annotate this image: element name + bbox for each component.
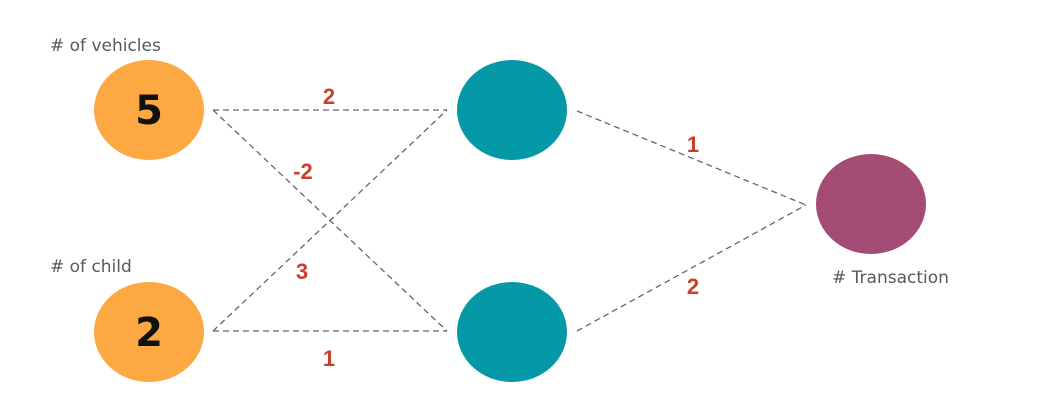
hidden-node-2 bbox=[457, 282, 567, 382]
output-node-transaction bbox=[816, 154, 926, 254]
input-label-vehicles: # of vehicles bbox=[50, 36, 161, 56]
weight-vehicles-hidden1: 2 bbox=[323, 84, 335, 109]
input-node-child bbox=[94, 282, 204, 382]
weight-hidden1-output: 1 bbox=[687, 132, 699, 157]
input-node-vehicles bbox=[94, 60, 204, 160]
edge-hidden2-output bbox=[576, 204, 807, 332]
output-label-transaction: # Transaction bbox=[832, 268, 949, 288]
weight-child-hidden2: 1 bbox=[323, 346, 335, 371]
input-value-vehicles: 5 bbox=[135, 88, 163, 134]
hidden-node-1 bbox=[457, 60, 567, 160]
input-label-child: # of child bbox=[50, 257, 132, 277]
weight-hidden2-output: 2 bbox=[687, 274, 699, 299]
input-value-child: 2 bbox=[135, 310, 163, 356]
weight-vehicles-hidden2: -2 bbox=[293, 159, 313, 184]
edge-child-hidden1 bbox=[212, 109, 448, 332]
weight-child-hidden1: 3 bbox=[296, 259, 308, 284]
edge-hidden1-output bbox=[576, 110, 807, 206]
